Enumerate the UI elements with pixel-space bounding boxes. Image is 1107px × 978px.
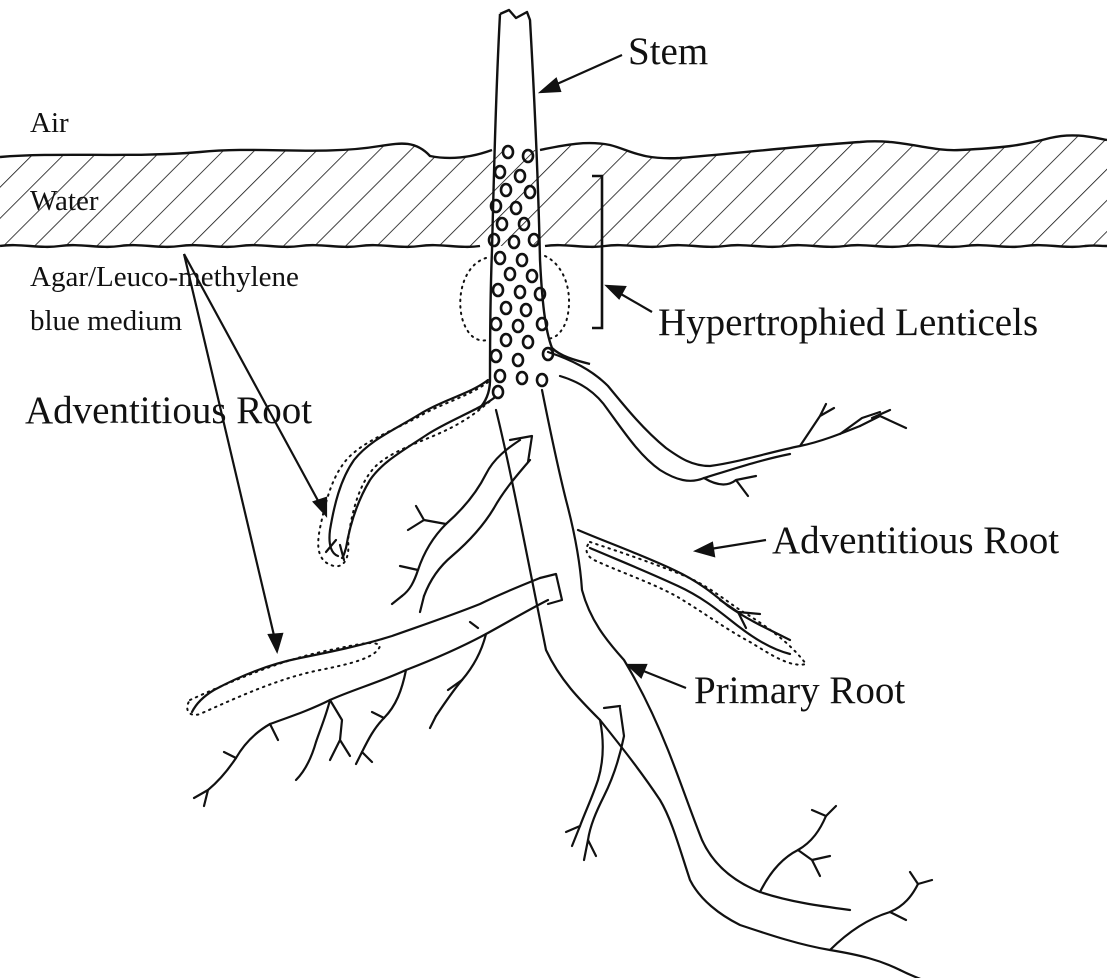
root-right-mid	[578, 530, 790, 640]
adventitious-root-right-label: Adventitious Root	[772, 519, 1059, 562]
adventitious-root-left-label: Adventitious Root	[25, 389, 312, 432]
lenticels-label: Hypertrophied Lenticels	[658, 301, 1038, 344]
air-label: Air	[30, 107, 69, 139]
root-right-upper	[548, 352, 860, 466]
water-label: Water	[30, 185, 99, 217]
roots	[192, 352, 980, 978]
medium-label-line2: blue medium	[30, 305, 183, 337]
primary-root-label: Primary Root	[694, 669, 905, 712]
water-layer	[0, 120, 1107, 250]
medium-label-line1: Agar/Leuco-methylene	[30, 261, 299, 293]
stem-label: Stem	[628, 30, 708, 73]
